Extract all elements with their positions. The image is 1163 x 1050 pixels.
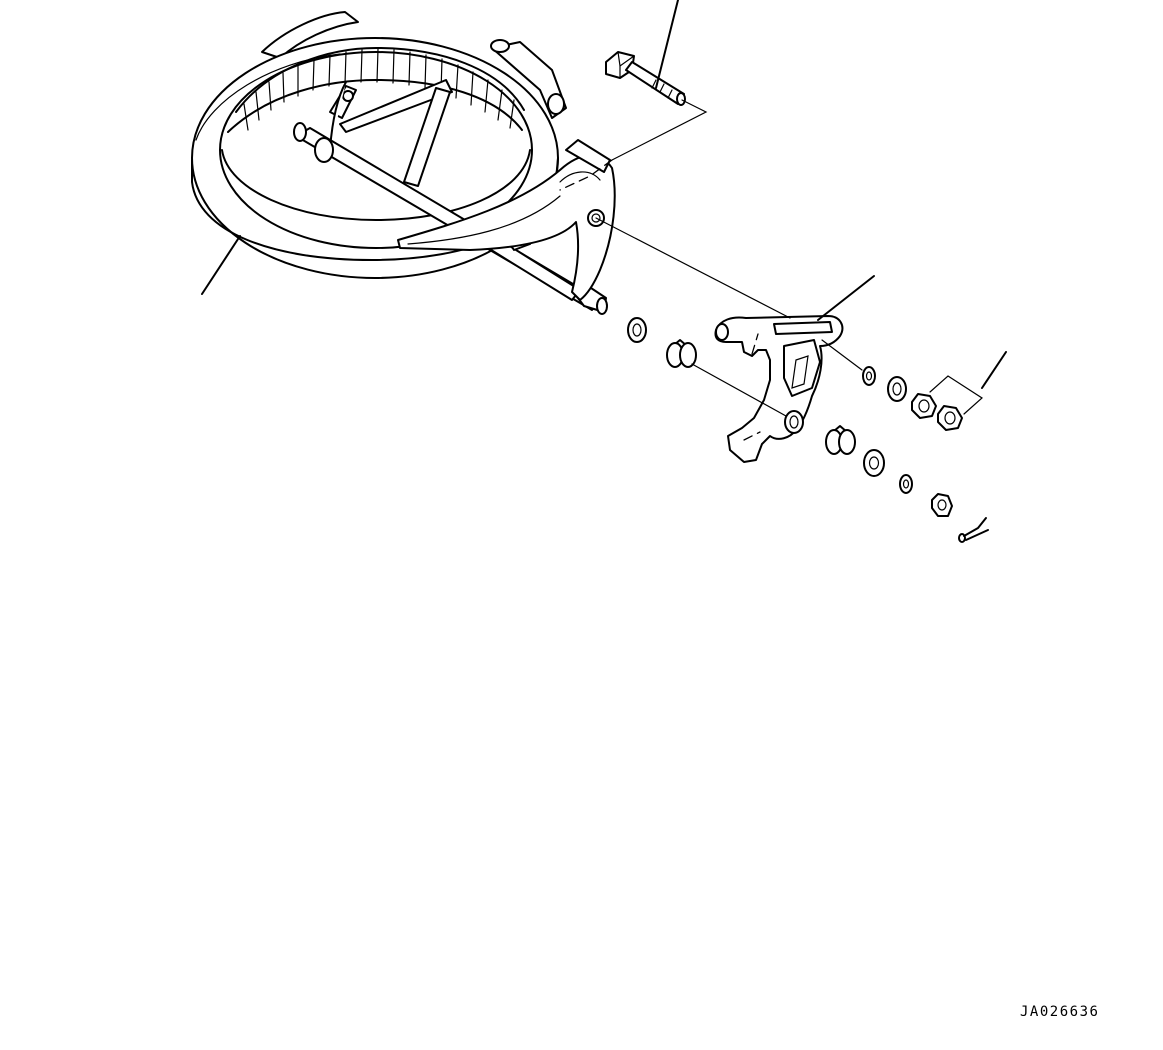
sleeve-lower [826,426,855,454]
sleeve-left [667,340,696,367]
steering-ring-frame [192,12,615,314]
bushing-lower [864,450,884,476]
hex-nut-2 [938,406,962,430]
bushing-left [628,318,646,342]
washer-lower [900,475,912,493]
cotter-pin [959,518,988,542]
bell-crank-link [715,316,842,462]
bushing-upper [888,377,906,401]
hex-bolt [606,52,685,105]
washer-upper [863,367,875,385]
drawing-id-label: JA026636 [1020,1004,1100,1020]
hex-nut-1 [912,394,936,418]
leader-lines [202,0,1006,416]
castle-nut [932,494,952,516]
